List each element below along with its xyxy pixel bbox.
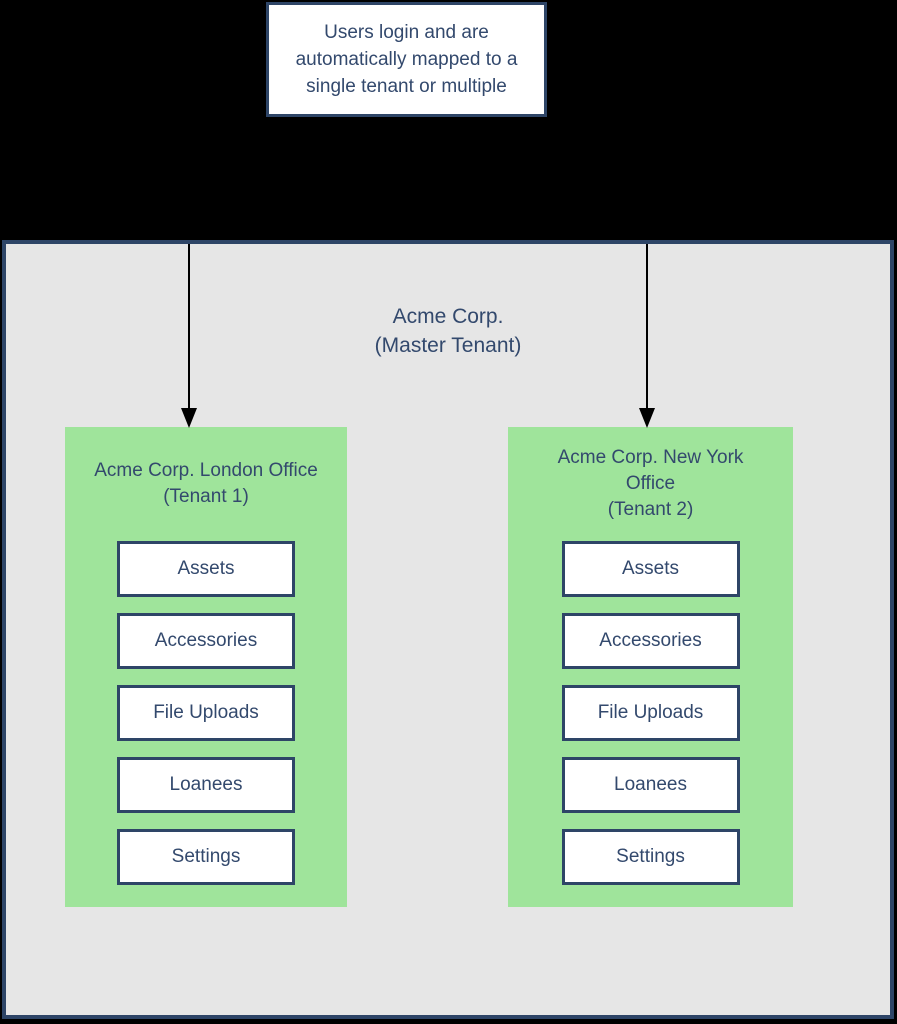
tenant-1-card: Acme Corp. London Office (Tenant 1) Asse… [65,427,347,907]
arrow-shaft [646,244,648,410]
module-file-uploads: File Uploads [117,685,295,741]
arrow-to-tenant-1 [181,244,197,428]
module-assets: Assets [561,541,740,597]
tenant-1-header: Acme Corp. London Office (Tenant 1) [65,427,347,541]
module-assets: Assets [117,541,295,597]
module-loanees: Loanees [117,757,295,813]
module-loanees: Loanees [561,757,740,813]
arrow-to-tenant-2 [639,244,655,428]
tenant-2-header: Acme Corp. New York Office (Tenant 2) [508,427,793,541]
module-settings: Settings [561,829,740,885]
users-login-note-text: Users login and are automatically mapped… [295,22,518,97]
module-accessories: Accessories [561,613,740,669]
tenant-1-name: Acme Corp. London Office [94,460,318,481]
users-login-note: Users login and are automatically mapped… [266,2,547,117]
module-settings: Settings [117,829,295,885]
tenant-2-label: (Tenant 2) [607,499,694,520]
tenant-2-name: Acme Corp. New York Office [557,447,744,494]
tenant-1-label: (Tenant 1) [163,486,249,507]
module-accessories: Accessories [117,613,295,669]
arrow-head-icon [639,408,655,428]
master-tenant-label: Acme Corp. (Master Tenant) [374,305,522,357]
tenant-2-module-list: Assets Accessories File Uploads Loanees … [508,541,793,885]
tenant-1-module-list: Assets Accessories File Uploads Loanees … [65,541,347,885]
module-file-uploads: File Uploads [561,685,740,741]
tenant-2-card: Acme Corp. New York Office (Tenant 2) As… [508,427,793,907]
arrow-shaft [188,244,190,410]
arrow-head-icon [181,408,197,428]
master-tenant-panel: Acme Corp. (Master Tenant) Acme Corp. Lo… [2,240,894,1019]
